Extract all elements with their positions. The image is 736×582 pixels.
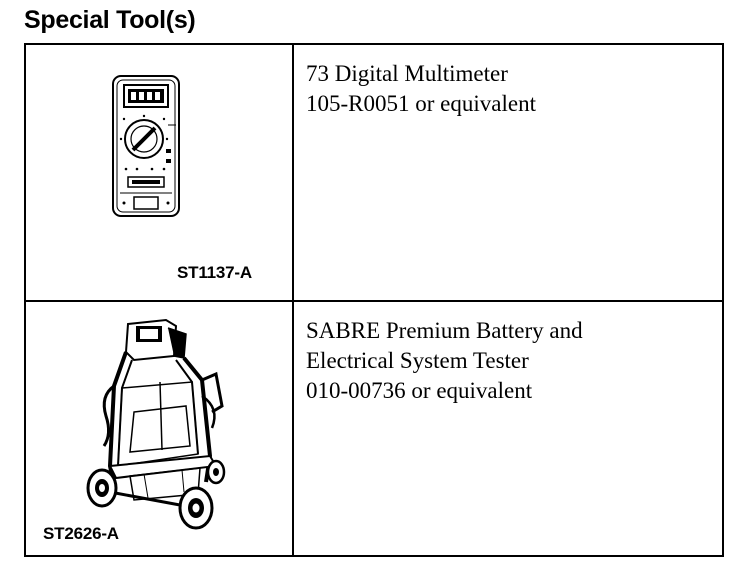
- special-tools-table: ST1137-A 73 Digital Multimeter 105-R0051…: [24, 43, 724, 557]
- section-heading: Special Tool(s): [24, 6, 196, 34]
- digital-multimeter-icon: [112, 75, 180, 217]
- tool-description-line: 010-00736 or equivalent: [306, 378, 533, 403]
- tool-description-line: 73 Digital Multimeter: [306, 61, 508, 86]
- tool-description-cell: SABRE Premium Battery and Electrical Sys…: [292, 300, 724, 557]
- tool-row: ST1137-A 73 Digital Multimeter 105-R0051…: [24, 43, 724, 302]
- tool-description-line: Electrical System Tester: [306, 348, 529, 373]
- tool-description-cell: 73 Digital Multimeter 105-R0051 or equiv…: [292, 43, 724, 302]
- illustration-code: ST1137-A: [177, 263, 252, 282]
- battery-tester-cart-icon: [86, 318, 226, 530]
- tool-description-line: SABRE Premium Battery and: [306, 318, 583, 343]
- tool-row: ST2626-A SABRE Premium Battery and Elect…: [24, 300, 724, 557]
- tool-illustration-cell: ST2626-A: [24, 300, 294, 557]
- tool-illustration-cell: ST1137-A: [24, 43, 294, 302]
- tool-description-line: 105-R0051 or equivalent: [306, 91, 536, 116]
- illustration-code: ST2626-A: [43, 524, 119, 543]
